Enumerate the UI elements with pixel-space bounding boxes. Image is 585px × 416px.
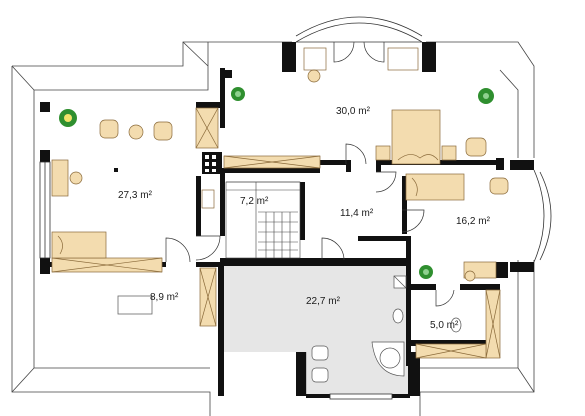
roof-outline bbox=[11, 41, 535, 416]
bathroom-fixtures bbox=[311, 275, 462, 383]
room-label-master-bedroom: 30,0 m² bbox=[336, 106, 371, 117]
bed-east bbox=[405, 173, 465, 201]
windows bbox=[39, 16, 552, 400]
room-label-bathroom-small: 5,0 m² bbox=[430, 320, 459, 331]
furniture bbox=[51, 47, 509, 282]
wardrobes bbox=[51, 107, 501, 359]
room-label-closet-west: 8,9 m² bbox=[150, 292, 179, 303]
room-label-bedroom-west: 27,3 m² bbox=[118, 190, 153, 201]
plants bbox=[59, 87, 494, 279]
bed-west bbox=[51, 231, 107, 259]
chimney-vents bbox=[114, 152, 222, 174]
bed-master bbox=[375, 109, 457, 165]
room-labels: 27,3 m² 30,0 m² 11,4 m² 7,2 m² 16,2 m² 8… bbox=[118, 106, 491, 331]
room-label-bedroom-east: 16,2 m² bbox=[456, 216, 491, 227]
room-label-bathroom-main: 22,7 m² bbox=[306, 296, 341, 307]
room-label-hall: 11,4 m² bbox=[340, 208, 374, 219]
doors bbox=[165, 41, 455, 307]
room-label-stair: 7,2 m² bbox=[240, 196, 269, 207]
staircase bbox=[225, 181, 301, 259]
